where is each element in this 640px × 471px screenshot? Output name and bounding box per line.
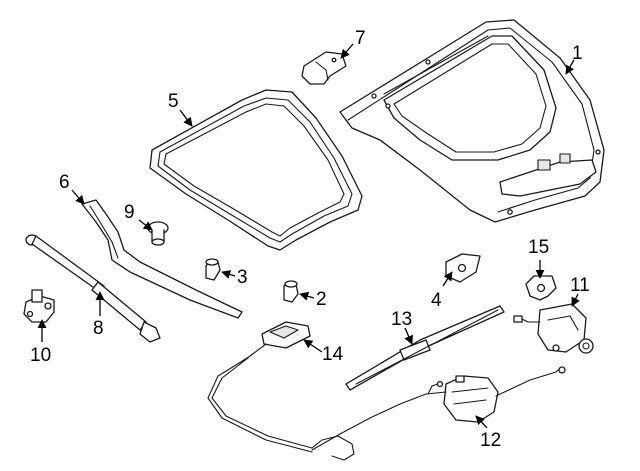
latch-assembly <box>513 303 594 354</box>
lift-support-strut <box>25 234 161 343</box>
handle-bar <box>345 305 505 391</box>
lock-striker <box>23 289 55 323</box>
callout-12: 12 <box>480 430 501 451</box>
weatherstrip-trim <box>81 199 243 319</box>
release-switch-cable <box>207 321 313 453</box>
bumper-stop-2 <box>283 280 299 303</box>
lock-actuator <box>311 366 566 461</box>
callout-14: 14 <box>322 344 344 365</box>
leader-lines <box>37 43 580 429</box>
callout-3: 3 <box>237 267 248 288</box>
callout-11: 11 <box>570 275 590 296</box>
window-glass-seal <box>149 89 363 251</box>
callout-labels: 1 2 3 4 5 6 7 8 9 10 11 12 13 14 15 <box>30 28 590 451</box>
hinge-bracket <box>301 51 347 85</box>
callout-9: 9 <box>124 202 135 223</box>
retainer-clip <box>147 221 169 246</box>
mounting-plate <box>445 253 481 283</box>
callout-2: 2 <box>316 289 327 310</box>
callout-4: 4 <box>431 290 442 311</box>
callout-15: 15 <box>528 237 549 258</box>
callout-6: 6 <box>59 172 70 193</box>
callout-10: 10 <box>30 345 51 366</box>
bumper-stop <box>205 258 221 281</box>
callout-5: 5 <box>168 91 179 112</box>
liftgate-panel <box>339 19 605 223</box>
callout-1: 1 <box>572 43 583 64</box>
callout-13: 13 <box>391 309 412 330</box>
latch-bracket <box>525 275 557 301</box>
callout-7: 7 <box>355 28 366 49</box>
callout-8: 8 <box>93 318 104 339</box>
